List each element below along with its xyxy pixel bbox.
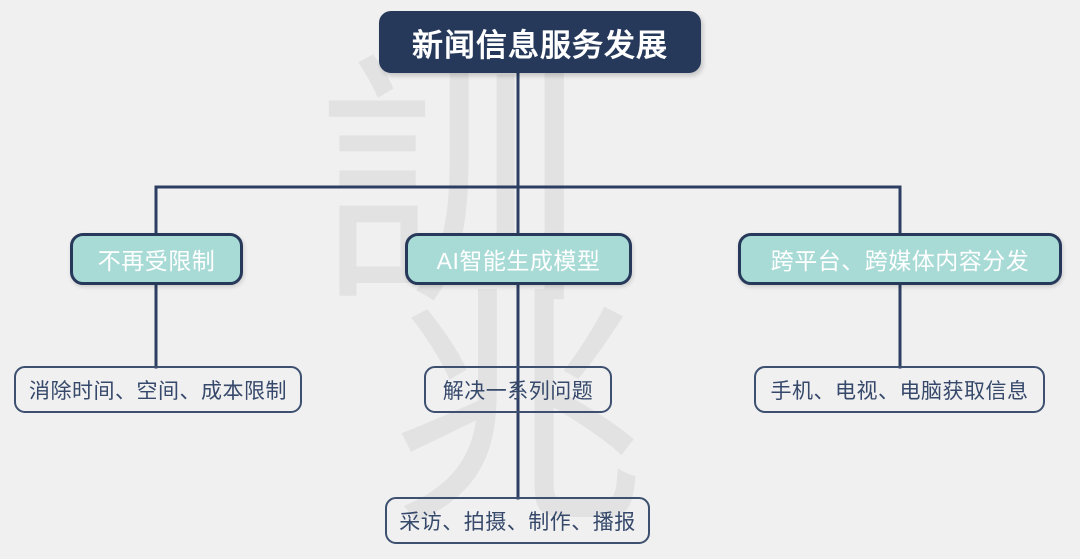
node-root[interactable]: 新闻信息服务发展 [379, 11, 701, 73]
node-leaf-bottom[interactable]: 采访、拍摄、制作、播报 [385, 497, 650, 544]
node-branch-center[interactable]: AI智能生成模型 [405, 233, 632, 285]
node-branch-right[interactable]: 跨平台、跨媒体内容分发 [738, 233, 1062, 285]
node-leaf-left[interactable]: 消除时间、空间、成本限制 [14, 366, 302, 413]
node-branch-left[interactable]: 不再受限制 [70, 233, 243, 285]
node-leaf-right[interactable]: 手机、电视、电脑获取信息 [754, 366, 1045, 413]
node-leaf-center[interactable]: 解决一系列问题 [424, 366, 612, 413]
